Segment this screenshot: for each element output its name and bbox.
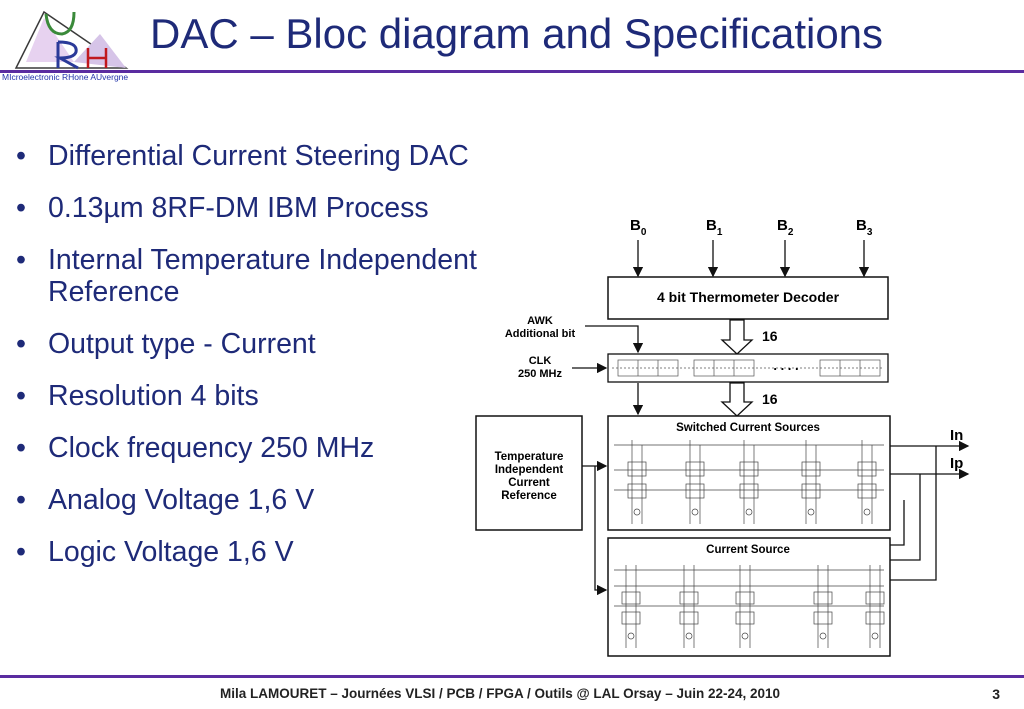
input-b1: B1	[706, 217, 723, 238]
micrhau-logo	[14, 10, 129, 70]
spec-item: Resolution 4 bits	[14, 380, 534, 412]
reference-to-source-line	[594, 466, 608, 596]
awk-arrow	[585, 325, 644, 354]
dac-block-diagram: B0 B1 B2 B3 4 bit Thermometer Decoder AW…	[475, 217, 970, 657]
spec-item: 0.13µm 8RF-DM IBM Process	[14, 192, 534, 224]
current-source-transistor-array	[614, 565, 885, 648]
bus-arrow-top	[720, 319, 754, 355]
logo-subtitle: MIcroelectronic RHone AUvergne	[2, 72, 129, 82]
spec-item: Analog Voltage 1,6 V	[14, 484, 534, 516]
reference-block	[475, 415, 583, 531]
reference-label-2: Independent	[495, 464, 564, 476]
switched-sources-label: Switched Current Sources	[676, 422, 820, 434]
reference-label-4: Reference	[501, 490, 557, 502]
switched-transistor-array	[614, 440, 884, 524]
spec-item: Clock frequency 250 MHz	[14, 432, 534, 464]
bias-line	[890, 446, 937, 581]
clk-label: CLK	[529, 355, 552, 367]
footer-rule	[0, 675, 1024, 678]
spec-item: Logic Voltage 1,6 V	[14, 536, 534, 568]
bus-width-bottom: 16	[762, 391, 778, 407]
bus-arrow-bottom	[720, 382, 754, 417]
decoder-block	[607, 276, 889, 320]
bias-line	[890, 500, 905, 546]
input-b2: B2	[777, 217, 794, 238]
input-b3: B3	[856, 217, 873, 238]
current-source-label: Current Source	[706, 544, 790, 556]
spec-item: Internal Temperature Independent Referen…	[14, 244, 534, 308]
page-number: 3	[992, 686, 1000, 702]
spec-item: Output type - Current	[14, 328, 534, 360]
awk-sublabel: Additional bit	[505, 328, 576, 340]
input-b0: B0	[630, 217, 647, 238]
spec-list: Differential Current Steering DAC 0.13µm…	[14, 140, 534, 568]
title-rule	[0, 70, 1024, 73]
current-source-block	[607, 537, 891, 657]
output-ip-label: Ip	[950, 455, 963, 472]
latch-dots: . . . .	[773, 358, 798, 373]
spec-item: Differential Current Steering DAC	[14, 140, 534, 172]
switched-sources-block	[607, 415, 891, 531]
bus-width-top: 16	[762, 328, 778, 344]
awk-label: AWK	[527, 315, 553, 327]
decoder-label: 4 bit Thermometer Decoder	[657, 289, 840, 305]
bias-line	[890, 474, 921, 561]
reference-label-3: Current	[508, 477, 550, 489]
slide-title: DAC – Bloc diagram and Specifications	[150, 10, 884, 57]
output-in-label: In	[950, 427, 963, 444]
clk-sublabel: 250 MHz	[518, 368, 563, 380]
reference-label-1: Temperature	[495, 451, 564, 463]
footer-text: Mila LAMOURET – Journées VLSI / PCB / FP…	[219, 686, 781, 701]
